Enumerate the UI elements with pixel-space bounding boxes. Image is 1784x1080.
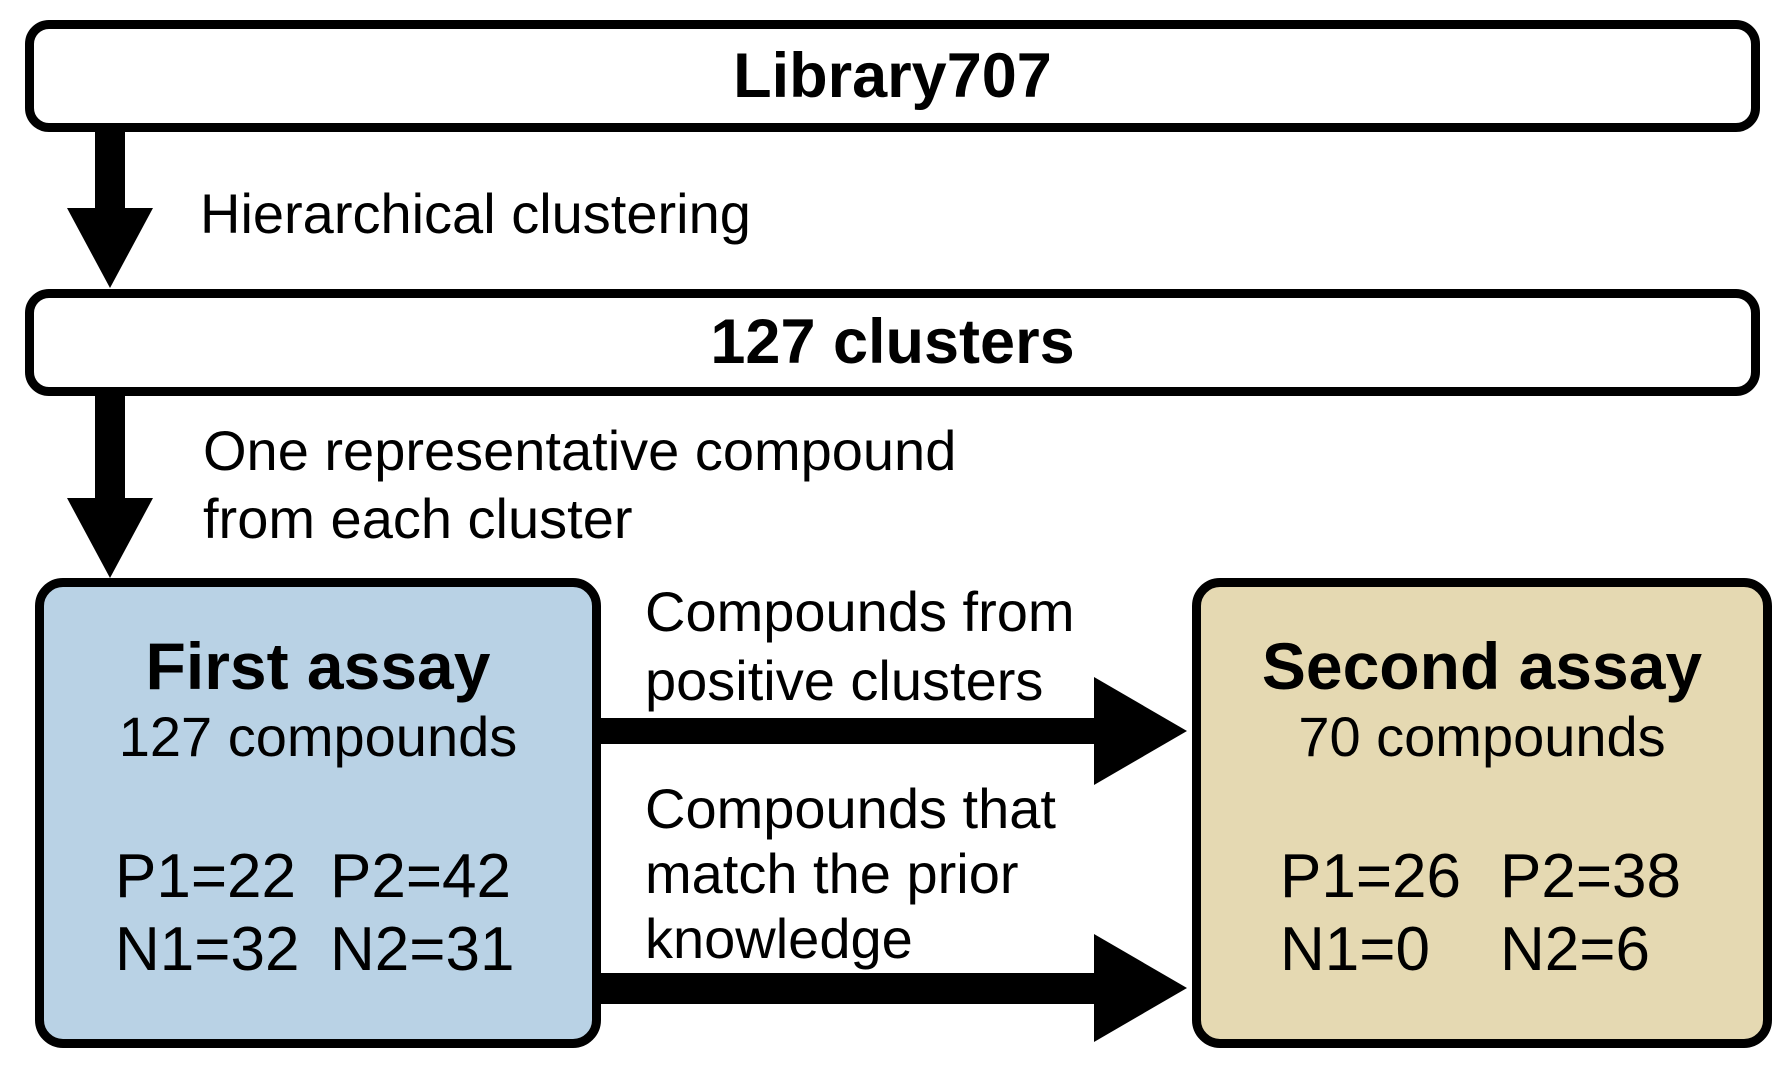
- edge-label-positive-line1: Compounds from: [645, 580, 1075, 643]
- edge-label-representative-line2: from each cluster: [203, 487, 633, 550]
- edge-label-hierarchical-clustering: Hierarchical clustering: [200, 182, 751, 245]
- stat-p1-first: P1=22: [115, 842, 297, 911]
- stat-p2-first: P2=42: [330, 842, 512, 911]
- arrow-representative-shaft: [95, 390, 125, 500]
- edge-label-prior-line2: match the prior: [645, 842, 1019, 905]
- arrow-positive-head-icon: [1094, 677, 1187, 785]
- arrow-clustering-head-icon: [67, 208, 153, 288]
- arrow-clustering-shaft: [95, 126, 125, 210]
- arrow-representative-head-icon: [67, 498, 153, 578]
- node-first-assay-stats-row2: N1=32 N2=31: [115, 919, 514, 981]
- node-second-assay: [1192, 578, 1772, 1048]
- node-first-assay: [35, 578, 601, 1048]
- node-first-assay-subtitle: 127 compounds: [118, 705, 518, 768]
- node-library707: Library707: [25, 20, 1760, 132]
- stat-n2-second: N2=6: [1500, 915, 1650, 984]
- stat-p1-second: P1=26: [1280, 842, 1462, 911]
- node-second-assay-stats-row2: N1=0 N2=6: [1280, 919, 1650, 981]
- node-second-assay-subtitle: 70 compounds: [1298, 705, 1666, 768]
- node-127-clusters-title: 127 clusters: [710, 307, 1075, 377]
- node-second-assay-title: Second assay: [1261, 629, 1703, 703]
- stat-p2-second: P2=38: [1500, 842, 1682, 911]
- arrow-prior-shaft: [598, 973, 1096, 1004]
- node-first-assay-stats-row1: P1=22 P2=42: [115, 846, 511, 908]
- node-127-clusters: 127 clusters: [25, 289, 1760, 396]
- stat-n2-first: N2=31: [330, 915, 515, 984]
- edge-label-representative-line1: One representative compound: [203, 419, 957, 482]
- node-library707-title: Library707: [733, 40, 1052, 111]
- stat-n1-second: N1=0: [1280, 915, 1430, 984]
- edge-label-prior-line1: Compounds that: [645, 777, 1056, 840]
- node-first-assay-title: First assay: [145, 629, 491, 703]
- arrow-positive-shaft: [598, 718, 1096, 744]
- stat-n1-first: N1=32: [115, 915, 300, 984]
- edge-label-positive-line2: positive clusters: [645, 649, 1044, 712]
- node-second-assay-stats-row1: P1=26 P2=38: [1280, 846, 1681, 908]
- edge-label-prior-line3: knowledge: [645, 907, 913, 970]
- arrow-prior-head-icon: [1094, 934, 1187, 1042]
